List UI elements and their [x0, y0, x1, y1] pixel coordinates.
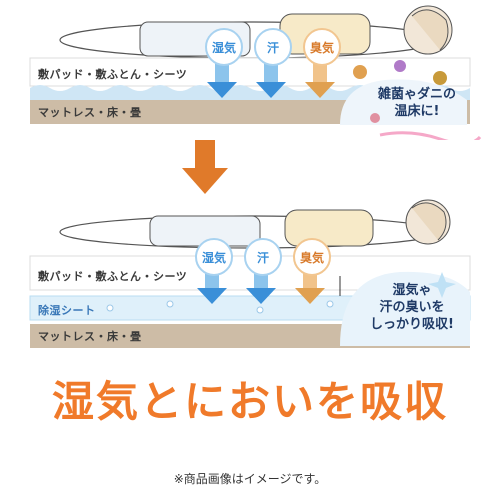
- sleeping-person-icon: [59, 199, 451, 249]
- sheet-label: 除湿シート: [38, 304, 96, 317]
- headline: 湿気とにおいを吸収: [51, 377, 448, 426]
- after-scene: [29, 199, 471, 348]
- germ-icon: [353, 65, 367, 79]
- sweat-bubble: 汗: [244, 238, 282, 276]
- odor-bubble: 臭気: [303, 28, 341, 66]
- sweat-bubble: 汗: [254, 28, 292, 66]
- floor-label: マットレス・床・畳: [38, 106, 142, 119]
- pink-squiggle: [379, 131, 482, 140]
- callout-line: 汗の臭いを: [379, 300, 445, 315]
- before-callout: 雑菌ゃダニの 温床に!: [362, 86, 472, 120]
- moisture-bubble: 湿気: [205, 28, 243, 66]
- floor-label: マットレス・床・畳: [38, 330, 142, 343]
- pad-label: 敷パッド・敷ふとん・シーツ: [38, 270, 188, 283]
- callout-bg: [340, 79, 467, 125]
- callout-line: 温床に!: [394, 104, 440, 119]
- odor-bubble: 臭気: [293, 238, 331, 276]
- callout-line: 雑菌ゃダニの: [377, 87, 456, 102]
- callout-bg: [340, 271, 470, 346]
- germ-icon: [394, 60, 406, 72]
- mite-icon: [433, 71, 447, 85]
- callout-line: しっかり吸収!: [370, 317, 454, 332]
- before-illustration: 敷パッド・敷ふとん・シーツ マットレス・床・畳 湿気 汗 臭気 雑菌ゃダニの 温…: [0, 0, 500, 140]
- moisture-bubble: 湿気: [195, 238, 233, 276]
- sparkle-icon: [428, 272, 456, 298]
- callout-line: 湿気ゃ: [392, 283, 432, 298]
- after-illustration: 敷パッド・敷ふとん・シーツ 除湿シート マットレス・床・畳 湿気 汗 臭気 湿気…: [0, 196, 500, 356]
- disclaimer-caption: ※商品画像はイメージです。: [173, 472, 327, 486]
- pad-label: 敷パッド・敷ふとん・シーツ: [38, 68, 188, 81]
- germ-icon: [370, 113, 380, 123]
- down-arrow-transition-icon: [182, 140, 228, 194]
- after-callout: 湿気ゃ 汗の臭いを しっかり吸収!: [352, 282, 472, 333]
